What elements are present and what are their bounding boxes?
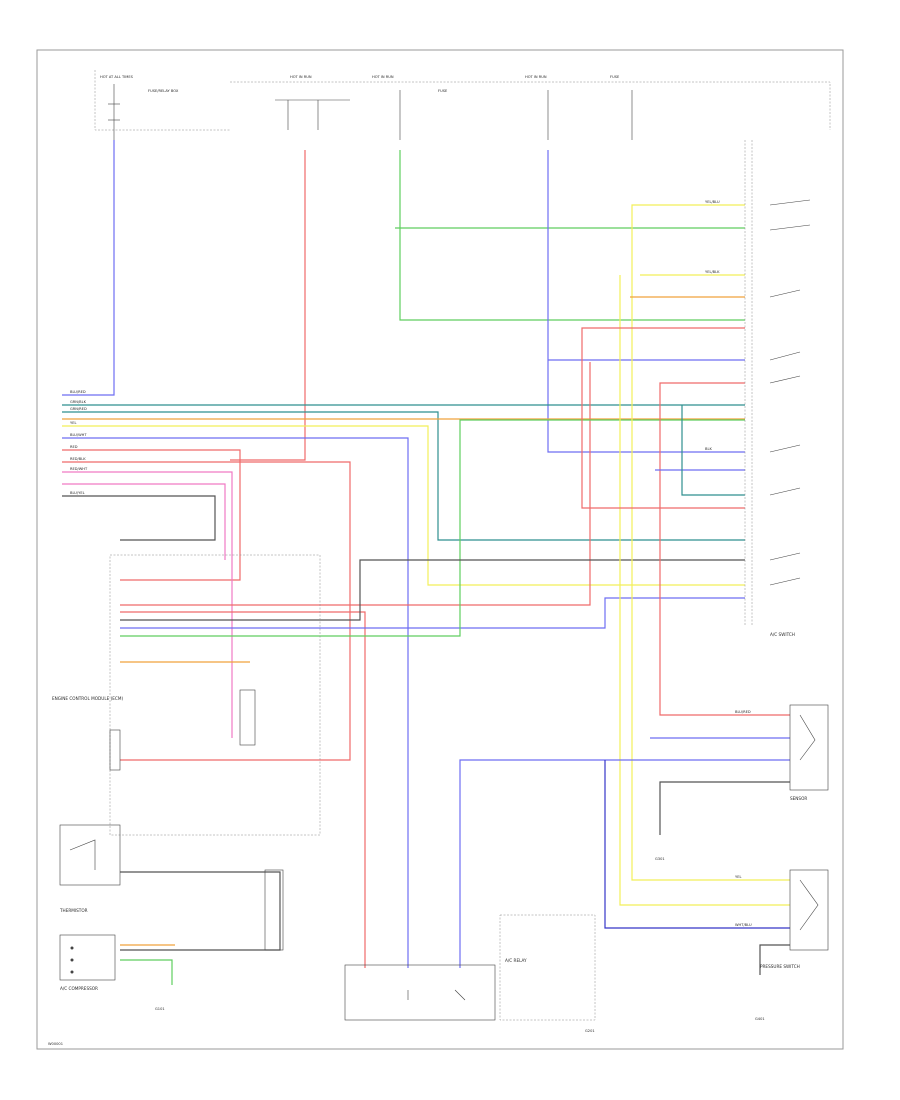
- wire-label-blu-red-2: BLU/RED: [735, 710, 751, 714]
- ground-g201: G201: [585, 1029, 595, 1033]
- wire-labels: BLU/RED GRN/BLK GRN/RED YEL BLU/WHT RED …: [70, 200, 752, 927]
- ac-compressor-label: A/C COMPRESSOR: [60, 986, 98, 991]
- wire-blue-left: [62, 140, 115, 396]
- footer-code: W00001: [48, 1042, 63, 1046]
- wire-label-grn-blk: GRN/BLK: [70, 400, 87, 404]
- ground-g301: G301: [655, 857, 665, 861]
- wire-pink-2: [62, 483, 226, 560]
- wire-label-blk: BLK: [705, 447, 712, 451]
- wire-green-3: [681, 405, 745, 496]
- fuse-4-desc: FUSE: [610, 75, 620, 79]
- wire-red-3: [62, 461, 351, 761]
- wire-red-7: [659, 382, 790, 716]
- wire-label-yel: YEL: [70, 421, 76, 425]
- wire-pink-1: [62, 471, 233, 738]
- wire-red-2: [62, 449, 241, 581]
- wire-yellow-1: [62, 425, 745, 586]
- wire-blue-6: [459, 759, 790, 968]
- fuse-4-title: HOT IN RUN: [525, 75, 547, 79]
- connector-block: [264, 869, 284, 951]
- fuse-3-title: HOT IN RUN: [372, 75, 394, 79]
- wire-green-2: [120, 419, 745, 637]
- ac-relay-label: A/C RELAY: [505, 958, 527, 963]
- wire-red-4: [120, 362, 591, 606]
- pressure-switch-label: PRESSURE SWITCH: [760, 964, 800, 969]
- fuse-3-desc: FUSE: [438, 89, 448, 93]
- wire-label-yel-blu: YEL/BLU: [705, 200, 720, 204]
- wire-gray-4: [759, 944, 790, 975]
- wire-blue-3: [120, 597, 745, 629]
- wire-label-blu-red: BLU/RED: [70, 390, 86, 394]
- pressure-switch: PRESSURE SWITCH: [760, 869, 829, 969]
- diagram-frame: [36, 49, 844, 1050]
- wire-gray-3: [659, 781, 790, 835]
- fuse-1: HOT AT ALL TIMES FUSE/RELAY BOX: [100, 75, 179, 140]
- wire-label-red-wht: RED/WHT: [70, 467, 88, 471]
- wire-label-yel-2: YEL: [735, 875, 741, 879]
- wire-label-blu-yel: BLU/YEL: [70, 491, 85, 495]
- wire-label-wht-blu: WHT/BLU: [735, 923, 752, 927]
- wire-yellow-4: [619, 275, 790, 906]
- wire-yellow-2: [631, 204, 790, 881]
- wire-gray-1: [62, 495, 216, 541]
- sensor-right: SENSOR: [789, 704, 829, 801]
- sensor-right-label: SENSOR: [790, 796, 807, 801]
- wire-darkblue-1: [604, 760, 790, 929]
- wire-green-fuse3: [399, 150, 745, 321]
- ecm-label: ENGINE CONTROL MODULE (ECM): [52, 696, 123, 701]
- fuse-3: HOT IN RUN FUSE: [372, 75, 448, 140]
- right-switch-block: [744, 140, 753, 625]
- ground-g101: G101: [155, 1007, 165, 1011]
- wire-gray-5: [120, 871, 281, 951]
- fuse-box-boundary-right: [230, 81, 831, 130]
- ac-switch-label: A/C SWITCH: [770, 632, 795, 637]
- ac-relay: A/C RELAY: [344, 914, 596, 1021]
- thermistor-label: THERMISTOR: [59, 908, 88, 913]
- wire-green-4: [120, 959, 173, 985]
- wire-red-fuse2: [230, 150, 306, 461]
- thermistor: THERMISTOR: [59, 824, 121, 913]
- wire-teal-2: [62, 411, 745, 541]
- fuse-1-title: HOT AT ALL TIMES: [100, 75, 134, 79]
- fuse-1-desc: FUSE/RELAY BOX: [148, 89, 179, 93]
- wire-label-red-blk: RED/BLK: [70, 457, 86, 461]
- ground-g401: G401: [755, 1017, 765, 1021]
- wire-red-6: [581, 327, 745, 509]
- fuse-box-boundary: [94, 70, 230, 131]
- wire-gray-2: [120, 559, 745, 621]
- wire-red-5: [120, 611, 366, 968]
- wire-blue-2: [62, 437, 409, 968]
- wire-label-grn-red: GRN/RED: [70, 407, 87, 411]
- fuse-4: HOT IN RUN FUSE: [525, 75, 633, 140]
- grounds: G101 G201 G301 G401: [155, 857, 765, 1033]
- ac-switch-contacts: [769, 199, 811, 586]
- wire-blue-fuse4: [547, 150, 745, 453]
- ecm-block: ENGINE CONTROL MODULE (ECM): [52, 554, 321, 836]
- fuse-2: HOT IN RUN: [275, 75, 350, 130]
- fuse-2-title: HOT IN RUN: [290, 75, 312, 79]
- ac-compressor: A/C COMPRESSOR: [59, 934, 116, 991]
- wire-label-red: RED: [70, 445, 78, 449]
- wire-label-yel-blk: YEL/BLK: [705, 270, 720, 274]
- wire-label-blu-wht: BLU/WHT: [70, 433, 87, 437]
